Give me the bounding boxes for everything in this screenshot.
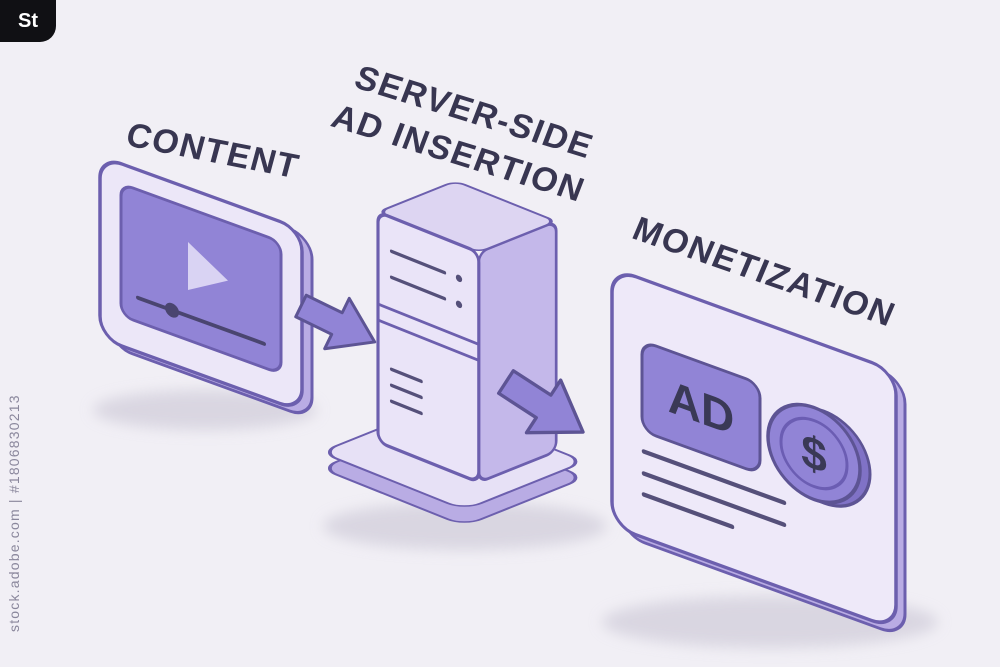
server-vent-line — [389, 399, 423, 416]
card-text-line — [641, 471, 787, 527]
dollar-symbol: $ — [801, 424, 827, 485]
adobe-stock-logo-glyph: St — [18, 9, 38, 32]
card-text-line — [641, 449, 787, 505]
server-shadow — [323, 502, 607, 550]
flow-arrow-2-icon — [497, 369, 585, 435]
server-slot-dot — [455, 274, 463, 283]
adobe-stock-logo: St — [0, 0, 56, 42]
server-side-face — [477, 222, 558, 481]
server-slot-line — [389, 249, 447, 275]
server-vent-line — [389, 367, 423, 384]
ad-box — [640, 343, 762, 472]
monetization-card: AD $ — [610, 273, 907, 633]
flow-arrow-1-icon — [294, 293, 377, 351]
server-slot-dot — [455, 300, 463, 309]
watermark-credit-text: stock.adobe.com | #1806830213 — [6, 394, 22, 632]
progress-dot — [165, 302, 179, 318]
server-slot-line — [389, 275, 447, 301]
server-panel-divider — [378, 302, 479, 346]
dollar-coin-icon: $ — [766, 402, 872, 508]
server-front-details — [378, 249, 479, 416]
server-panel-divider — [378, 318, 479, 362]
coin-face — [766, 402, 862, 505]
card-text-line — [641, 492, 735, 530]
coin-inner-ring — [779, 416, 849, 491]
server-icon — [376, 182, 558, 482]
play-triangle-icon — [188, 242, 228, 291]
progress-bar — [136, 295, 266, 346]
server-vent-line — [389, 383, 423, 400]
video-player-icon — [98, 160, 314, 415]
